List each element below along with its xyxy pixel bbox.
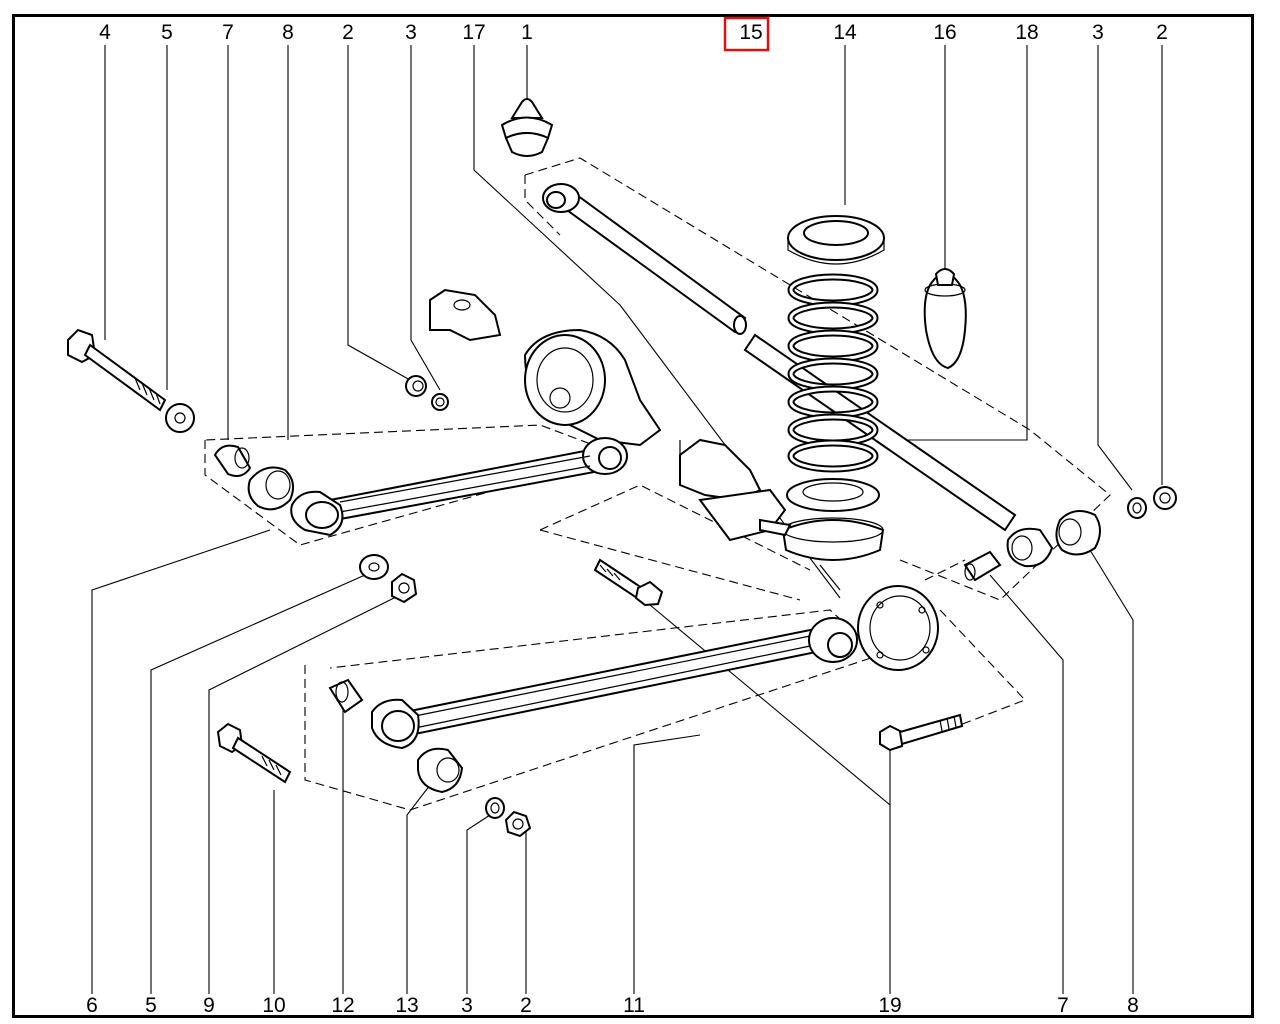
label-bottom-7[interactable]: 7: [1057, 994, 1069, 1017]
label-top-14[interactable]: 14: [833, 21, 857, 44]
label-top-16[interactable]: 16: [933, 21, 956, 44]
label-top-2[interactable]: 2: [342, 21, 354, 44]
assembly-outlines: [204, 157, 1111, 811]
bushing-right-mid[interactable]: [1006, 527, 1054, 568]
label-top-18[interactable]: 18: [1015, 21, 1038, 44]
diagram-frame: [12, 14, 1254, 1018]
label-bottom-11[interactable]: 11: [623, 994, 645, 1017]
lower-arm-part-11[interactable]: [403, 617, 858, 737]
label-bottom-12[interactable]: 12: [331, 994, 354, 1017]
label-top-15[interactable]: 15: [739, 21, 762, 44]
bushing-part-13[interactable]: [417, 747, 464, 794]
nut-part-9[interactable]: [391, 572, 418, 604]
spacer-part-7-left[interactable]: [213, 444, 252, 477]
washer-part-3-top[interactable]: [431, 393, 449, 411]
washer-part-3-right[interactable]: [1127, 497, 1147, 519]
label-bottom-19[interactable]: 19: [878, 994, 901, 1017]
bolt-part-19-lower[interactable]: [879, 713, 964, 752]
nut-part-2-right[interactable]: [1153, 486, 1177, 510]
label-bottom-6[interactable]: 6: [86, 994, 98, 1017]
bushing-lower-arm-end[interactable]: [371, 698, 420, 750]
label-bottom-8[interactable]: 8: [1127, 994, 1139, 1017]
axle-housing[interactable]: [429, 288, 792, 542]
bolt-part-19-upper[interactable]: [593, 558, 664, 607]
label-bottom-13[interactable]: 13: [395, 994, 418, 1017]
bushing-part-8-right[interactable]: [1055, 510, 1101, 556]
label-bottom-2[interactable]: 2: [520, 994, 532, 1017]
label-top-7[interactable]: 7: [222, 21, 234, 44]
hub-flange[interactable]: [857, 585, 939, 671]
highlight-box: [723, 16, 770, 52]
bump-stop-part-1[interactable]: [500, 98, 554, 157]
coil-spring-part-15[interactable]: [787, 273, 879, 473]
nut-part-2-top[interactable]: [405, 375, 427, 397]
upper-left-arm[interactable]: [328, 437, 628, 522]
washer-part-3-bottom[interactable]: [485, 797, 505, 819]
label-bottom-5[interactable]: 5: [145, 994, 157, 1017]
spring-seat-part-14[interactable]: [787, 215, 885, 265]
leader-lines-bottom: [91, 529, 1134, 994]
bushing-part-6[interactable]: [290, 490, 344, 537]
bolt-part-4[interactable]: [67, 328, 167, 412]
label-top-5[interactable]: 5: [161, 21, 173, 44]
bushing-part-12[interactable]: [328, 678, 364, 714]
bushing-part-8-left[interactable]: [247, 466, 295, 511]
label-bottom-10[interactable]: 10: [262, 994, 285, 1017]
label-top-3b[interactable]: 3: [1092, 21, 1104, 44]
label-top-2b[interactable]: 2: [1156, 21, 1168, 44]
label-top-17[interactable]: 17: [462, 21, 485, 44]
label-top-1[interactable]: 1: [521, 21, 533, 44]
label-top-8[interactable]: 8: [282, 21, 294, 44]
leader-lines-top: [104, 45, 1163, 599]
lower-spring-seat[interactable]: [781, 478, 885, 591]
nut-part-2-bottom[interactable]: [504, 810, 532, 838]
label-top-4[interactable]: 4: [99, 21, 111, 44]
spacer-part-7-right[interactable]: [963, 550, 1002, 582]
label-bottom-9[interactable]: 9: [203, 994, 215, 1017]
bolt-part-10[interactable]: [216, 722, 292, 784]
label-top-3[interactable]: 3: [405, 21, 417, 44]
label-bottom-3[interactable]: 3: [461, 994, 473, 1017]
washer-part-5-mid[interactable]: [359, 554, 389, 580]
bump-stop-part-16[interactable]: [923, 268, 967, 370]
washer-part-5-top[interactable]: [165, 403, 195, 433]
